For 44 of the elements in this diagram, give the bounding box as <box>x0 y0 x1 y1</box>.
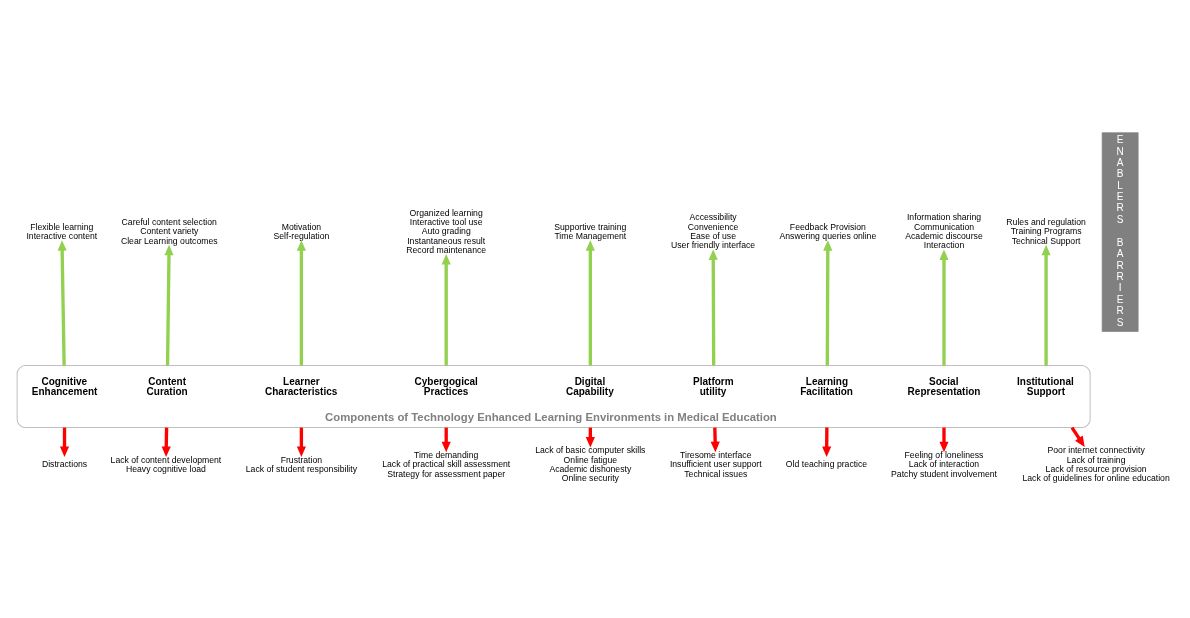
node-text: Institutional Support <box>1017 375 1074 397</box>
arrow <box>1041 244 1051 366</box>
node-text: Feedback Provision Answering queries online <box>779 221 877 241</box>
node-text: Motivation Self-regulation <box>273 221 330 241</box>
arrow <box>822 427 832 457</box>
arrow <box>710 427 720 452</box>
node-text: Learner Characteristics <box>265 375 338 397</box>
node-text: Careful content selection Content variety Clear Learning outcomes <box>120 216 218 246</box>
node-text: Organized learning Interactive tool use Auto grading Instantaneous result Record maintenance <box>406 207 487 255</box>
node-text: Platform utility <box>693 375 734 397</box>
node-text: Content Curation <box>146 375 188 397</box>
node-text: Old teaching practice <box>785 458 868 469</box>
arrow <box>296 427 306 457</box>
arrow <box>708 248 718 366</box>
arrow <box>1070 426 1085 447</box>
node-text: Poor internet connectivity Lack of training Lack of resource provision Lack of guidelines for online education <box>1022 444 1170 483</box>
arrow <box>59 427 70 457</box>
node-text: Supportive training Time Management <box>554 221 627 241</box>
node-text: Accessibility Convenience Ease of use User friendly interface <box>671 211 756 250</box>
arrow <box>939 248 949 366</box>
arrow <box>164 244 174 366</box>
arrow <box>57 239 67 366</box>
arrow <box>441 253 451 366</box>
node-text: Cybergogical Practices <box>414 375 478 397</box>
arrow <box>939 427 949 452</box>
node-text: Flexible learning Interactive content <box>26 221 98 241</box>
arrow <box>823 239 833 366</box>
node-text: Time demanding Lack of practical skill assessment Strategy for assessment paper <box>382 449 511 479</box>
node-text: Information sharing Communication Academic discourse Interaction <box>905 211 983 250</box>
arrow <box>585 239 595 366</box>
node-text: Digital Capability <box>565 375 614 397</box>
node-text: Rules and regulation Training Programs Technical Support <box>1006 216 1086 246</box>
node-text: Frustration Lack of student responsibility <box>245 454 357 474</box>
node-box: ENABLERS BARRIERS <box>1101 131 1139 332</box>
node-text: Tiresome interface Insufficient user support Technical issues <box>669 449 762 479</box>
node-text: Feeling of loneliness Lack of interaction Patchy student involvement <box>891 449 997 479</box>
node-text: Cognitive Enhancement <box>31 375 98 397</box>
node-text: Social Representation <box>907 375 981 397</box>
arrow <box>161 427 171 457</box>
node-text: Lack of basic computer skills Online fatigue Academic dishonesty Online security <box>535 444 646 483</box>
node-text: Distractions <box>41 458 88 469</box>
arrow <box>296 239 306 366</box>
node-text: Lack of content development Heavy cognitive load <box>110 454 222 474</box>
node-text: Learning Facilitation <box>800 375 853 397</box>
